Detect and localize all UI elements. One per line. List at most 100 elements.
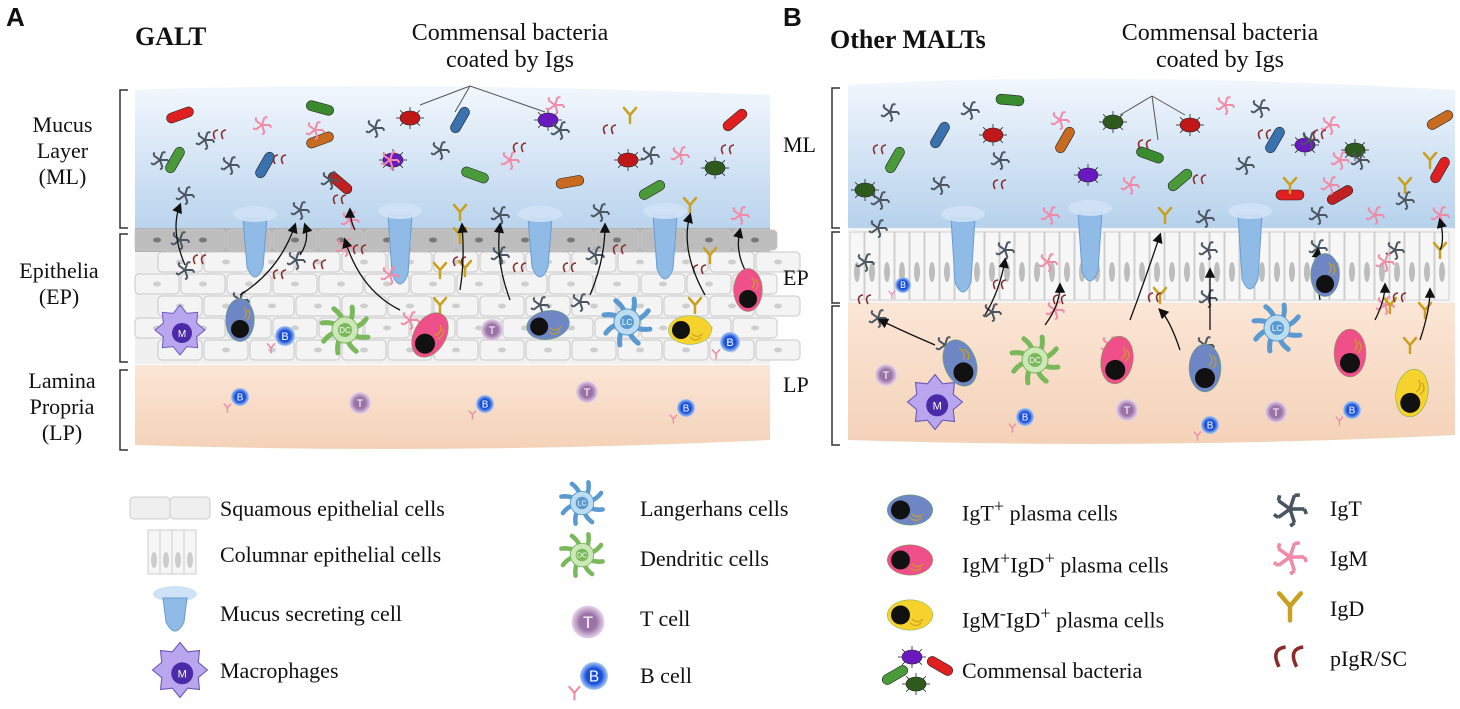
igt-antibody <box>930 176 951 196</box>
igt-antibody <box>995 241 1016 261</box>
b-cell: B <box>266 326 295 354</box>
bacterium-rod <box>1265 126 1285 154</box>
igd-antibody <box>1157 206 1173 225</box>
t-cell-icon: T <box>571 605 605 639</box>
igm-neg-igd-plasma-cell <box>1395 368 1429 418</box>
tile-nucleus <box>567 281 575 287</box>
svg-text:T: T <box>1124 405 1131 417</box>
panel-a-callout-line1: Commensal bacteria <box>411 20 609 46</box>
b-cell-icon: B <box>568 662 608 701</box>
bacterium-rod <box>450 106 470 134</box>
transport-arrow <box>1419 287 1436 341</box>
pigr-sc <box>1137 139 1152 150</box>
transport-arrow <box>682 212 706 296</box>
igt-antibody <box>1235 156 1256 176</box>
igt-antibody <box>570 293 591 313</box>
b-cell: B <box>669 399 695 424</box>
legend-macrophages: Macrophages <box>220 658 339 683</box>
tile-nucleus <box>291 325 299 331</box>
tile-nucleus <box>613 281 621 287</box>
legend-igm: IgM <box>1330 546 1368 571</box>
igt-antibody <box>1300 131 1321 151</box>
mucus-secreting-cell <box>1068 200 1112 282</box>
columnar-nucleus <box>1199 262 1205 282</box>
columnar-nucleus <box>884 262 890 282</box>
columnar-nucleus <box>1379 262 1385 282</box>
igm-antibody <box>545 96 566 116</box>
igt-antibody <box>290 201 311 221</box>
igt-antibody <box>1395 191 1416 211</box>
bacterium-rod <box>306 131 334 149</box>
pigr-sc-icon <box>1274 645 1304 668</box>
panel-b-ml-label: ML <box>783 132 816 157</box>
igm-antibody <box>252 116 273 136</box>
macrophage-icon: M <box>151 641 209 699</box>
igm-igd-plasma-cell <box>1100 335 1134 385</box>
tile-nucleus <box>521 281 529 287</box>
svg-text:LC: LC <box>1272 324 1282 333</box>
svg-text:T: T <box>583 614 593 632</box>
igt-plasma-cell <box>1310 253 1340 297</box>
bacterium-rod <box>1430 156 1450 184</box>
igd-antibody <box>1282 176 1298 195</box>
bacterium-oval <box>396 107 424 129</box>
igd-antibody <box>682 196 698 215</box>
tile-nucleus <box>291 281 299 287</box>
dendritic-cell: DC <box>1009 334 1061 386</box>
transport-arrow <box>1436 217 1447 251</box>
legend-langerhans: Langerhans cells <box>640 496 789 521</box>
igm-neg-igd-plasma-cell <box>668 315 712 345</box>
tile-nucleus <box>636 259 644 265</box>
panel-b-callout-line1: Commensal bacteria <box>1121 20 1319 46</box>
svg-text:LC: LC <box>577 499 586 508</box>
tile-nucleus <box>383 325 391 331</box>
bacteria-icon-rod-green <box>881 665 909 685</box>
svg-text:B: B <box>482 400 489 411</box>
igd-antibody <box>702 246 718 265</box>
tile-nucleus <box>314 303 322 309</box>
b-cell: B <box>711 332 740 360</box>
columnar-nucleus <box>1424 262 1430 282</box>
svg-text:T: T <box>883 370 890 382</box>
svg-text:B: B <box>1349 406 1356 417</box>
columnar-nucleus <box>1289 262 1295 282</box>
bacterium-rod <box>1055 126 1075 154</box>
bacterium-rod <box>555 175 585 189</box>
igm-icon <box>1272 541 1309 576</box>
igt-antibody <box>880 103 901 123</box>
columnar-nucleus <box>1304 262 1310 282</box>
t-cell: T <box>1116 399 1138 421</box>
bacterium-rod <box>638 180 666 200</box>
transport-arrow <box>733 227 746 271</box>
tile-nucleus <box>682 347 690 353</box>
svg-text:B: B <box>683 404 690 415</box>
igt-antibody <box>150 151 171 171</box>
bacterium-rod <box>1426 110 1454 130</box>
squamous-cells-icon-b <box>169 496 211 520</box>
transport-arrow <box>589 222 611 296</box>
transport-arrow <box>342 237 401 311</box>
tile-nucleus <box>406 303 414 309</box>
tile-nucleus <box>268 303 276 309</box>
pigr-sc <box>1192 174 1207 185</box>
mucus-label-line3: (ML) <box>38 164 87 189</box>
panel-b-ep-label: EP <box>783 265 809 290</box>
svg-text:B: B <box>281 331 288 343</box>
pigr-sc <box>602 124 617 135</box>
columnar-nucleus <box>989 262 995 282</box>
tile-nucleus <box>337 281 345 287</box>
pigr-sc <box>192 254 207 265</box>
tile-nucleus <box>774 347 782 353</box>
columnar-nucleus <box>1064 262 1070 282</box>
igm-antibody <box>1038 253 1059 273</box>
tile-nucleus <box>705 281 713 287</box>
columnar-nucleus <box>1349 262 1355 282</box>
legend-igm-neg-igd-plasma: IgM-IgD+ plasma cells <box>962 603 1165 633</box>
columnar-nucleus <box>1184 262 1190 282</box>
bacterium-rod <box>327 171 353 195</box>
legend-t-cell: T cell <box>640 606 691 631</box>
t-cell: T <box>576 381 598 403</box>
legend-igm-igd-plasma: IgM+IgD+ plasma cells <box>962 548 1169 578</box>
igt-antibody <box>550 121 571 141</box>
